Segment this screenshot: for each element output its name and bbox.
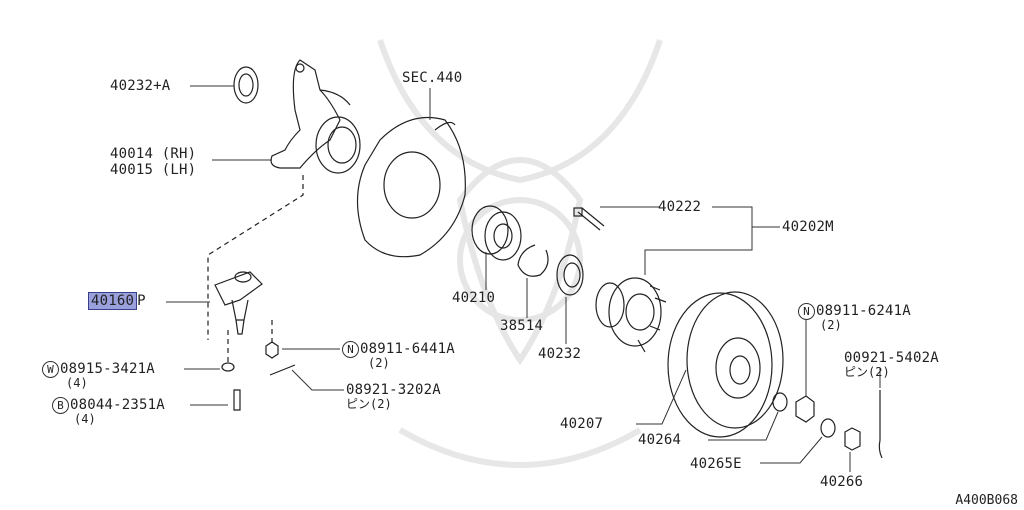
callout-40264[interactable]: 40264 — [638, 432, 682, 448]
callout-40015[interactable]: 40015 (LH) — [110, 162, 197, 178]
callout-08911-6241A-text: 08911-6241A — [816, 303, 911, 319]
assembly-dashed-lines — [207, 175, 304, 362]
nut-marker-icon: N — [342, 341, 359, 358]
washer-marker-icon: W — [42, 361, 59, 378]
pin-3202A-part[interactable] — [269, 364, 296, 376]
qty-08921-3202A: ピン(2) — [346, 397, 392, 411]
callout-sec440[interactable]: SEC.440 — [402, 70, 463, 86]
nut-6241A-part[interactable] — [795, 395, 815, 423]
callout-40160-suffix: P — [137, 293, 146, 309]
axle-nut-part[interactable] — [844, 427, 861, 451]
hub-bolt-part[interactable] — [573, 207, 605, 231]
brake-rotor-part[interactable] — [667, 291, 784, 438]
nut-marker-icon-2: N — [798, 303, 815, 320]
callout-08915-3421A-text: 08915-3421A — [60, 361, 155, 377]
wheel-bearing-part[interactable] — [471, 205, 522, 261]
qty-08044-2351A: (4) — [74, 412, 96, 426]
bolt-marker-icon: B — [52, 397, 69, 414]
cotter-pin-part[interactable] — [878, 390, 883, 459]
callout-38514[interactable]: 38514 — [500, 318, 544, 334]
callout-40207[interactable]: 40207 — [560, 416, 604, 432]
callout-40202M[interactable]: 40202M — [782, 219, 834, 235]
oil-seal-40232-part[interactable] — [556, 254, 584, 296]
callout-40160-highlight[interactable]: 40160 — [88, 292, 138, 310]
disc-cover-part[interactable] — [356, 116, 466, 258]
diagram-code: A400B068 — [955, 493, 1018, 508]
lock-washer-part[interactable] — [820, 418, 836, 438]
qty-08915-3421A: (4) — [66, 376, 88, 390]
washer-3421A-part[interactable] — [221, 362, 235, 372]
callout-08044-2351A-text: 08044-2351A — [70, 397, 165, 413]
callout-40014[interactable]: 40014 (RH) — [110, 146, 197, 162]
oil-seal-40232A-part[interactable] — [233, 66, 259, 104]
nut-6441A-part[interactable] — [265, 341, 279, 359]
callout-08921-3202A[interactable]: 08921-3202A — [346, 382, 441, 398]
qty-08911-6441A: (2) — [368, 356, 390, 370]
snap-ring-part[interactable] — [517, 244, 549, 277]
callout-40222[interactable]: 40222 — [658, 199, 702, 215]
wheel-hub-part[interactable] — [595, 277, 667, 353]
leader-lines — [166, 85, 881, 472]
callout-40232[interactable]: 40232 — [538, 346, 582, 362]
ball-joint-part[interactable] — [214, 271, 263, 335]
steering-knuckle-part[interactable] — [270, 59, 361, 174]
washer-part[interactable] — [772, 392, 788, 412]
callout-40266[interactable]: 40266 — [820, 474, 864, 490]
callout-40232A[interactable]: 40232+A — [110, 78, 171, 94]
callout-08911-6441A-text: 08911-6441A — [360, 341, 455, 357]
callout-40210[interactable]: 40210 — [452, 290, 496, 306]
qty-08911-6241A: (2) — [820, 318, 842, 332]
callout-40265E[interactable]: 40265E — [690, 456, 742, 472]
bolt-2351A-part[interactable] — [233, 389, 241, 411]
watermark-emblem — [377, 39, 663, 468]
qty-00921-5402A: ピン(2) — [844, 365, 890, 379]
callout-00921-5402A[interactable]: 00921-5402A — [844, 350, 939, 366]
